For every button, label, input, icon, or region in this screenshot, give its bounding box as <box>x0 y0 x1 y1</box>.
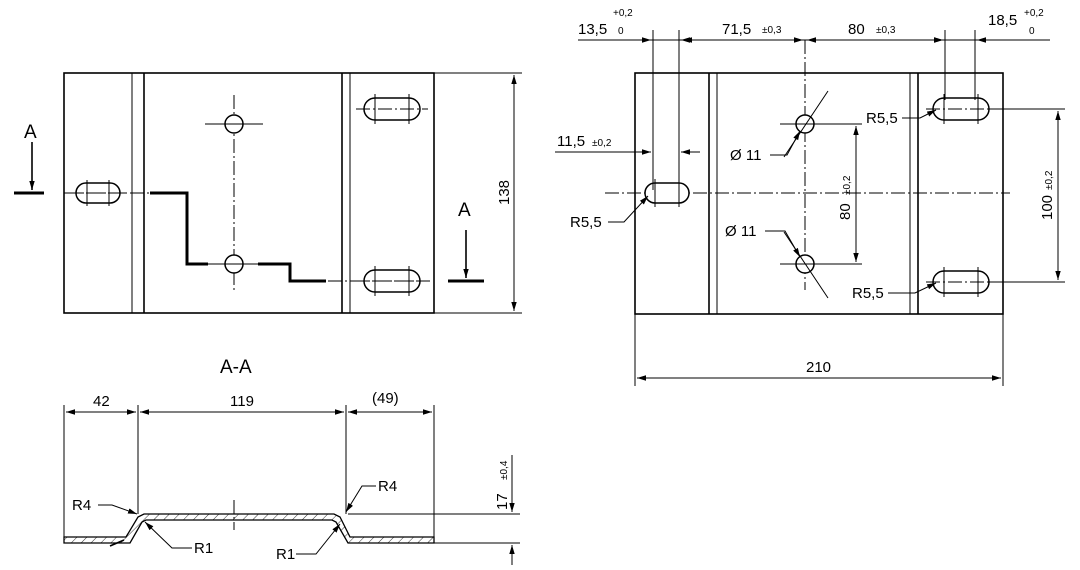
hole-spacing-tol: ±0,2 <box>842 175 853 195</box>
section-dim-middle: 119 <box>230 393 254 410</box>
top-dim-d3: 80 <box>848 21 865 38</box>
right-width-dim: 210 <box>806 359 831 376</box>
radius-left: R5,5 <box>570 214 602 231</box>
section-view: A-A 42 119 (49) 17 ±0,4 R4 R4 R1 R1 <box>63 357 520 565</box>
slot-spacing-dim: 100 <box>1039 195 1056 220</box>
hole-dia-top-leader <box>770 130 801 156</box>
top-dim-d1: 13,5 <box>578 21 607 38</box>
r4-left-leader <box>98 504 138 515</box>
hole-dia-bottom-leader <box>765 230 801 258</box>
top-dim-d1-tol-lower: 0 <box>618 26 624 37</box>
right-hole-top <box>780 90 862 158</box>
slot-offset-dim: 11,5 <box>557 133 585 150</box>
left-hole-top <box>205 114 263 134</box>
right-view: 13,5 +0,2 0 71,5 ±0,3 80 ±0,3 18,5 +0,2 … <box>555 8 1065 386</box>
hole-dia-bottom: Ø 11 <box>725 223 756 240</box>
r1-right-leader <box>296 523 341 555</box>
section-cut-line-thick-3 <box>258 262 326 283</box>
top-dim-d2: 71,5 <box>722 21 751 38</box>
top-dim-d4-tol-upper: +0,2 <box>1024 8 1044 19</box>
r4-left: R4 <box>72 497 91 514</box>
radius-top-right-leader <box>902 109 937 119</box>
radius-top-right: R5,5 <box>866 110 898 127</box>
top-dim-d3-tol: ±0,3 <box>876 25 896 36</box>
hole-spacing-dim: 80 <box>837 203 854 220</box>
section-label-left: A <box>24 122 37 143</box>
left-height-dim: 138 <box>496 180 513 205</box>
section-height-tol: ±0,4 <box>499 460 510 480</box>
right-hole-bottom <box>780 231 862 299</box>
right-slot-bottom <box>926 267 998 297</box>
right-slot-left <box>644 179 690 207</box>
radius-left-leader <box>608 195 649 223</box>
left-slot-top-right <box>356 94 428 124</box>
section-profile-hatched <box>63 513 435 544</box>
section-title: A-A <box>220 357 252 378</box>
radius-bottom-right: R5,5 <box>852 285 884 302</box>
section-label-right: A <box>458 200 471 221</box>
top-dim-d4-tol-lower: 0 <box>1029 26 1035 37</box>
section-dim-left: 42 <box>93 393 110 410</box>
r1-left: R1 <box>194 540 213 557</box>
top-dim-d4: 18,5 <box>988 12 1017 29</box>
top-dim-d1-tol-upper: +0,2 <box>613 8 633 19</box>
left-view: A A 138 <box>14 72 522 314</box>
section-dim-right: (49) <box>372 390 399 407</box>
radius-bottom-right-leader <box>888 282 937 294</box>
section-height-dim: 17 <box>494 493 511 510</box>
top-dim-d2-tol: ±0,3 <box>762 25 782 36</box>
right-slot-top <box>926 94 998 124</box>
section-cut-line-thick-2 <box>150 191 208 266</box>
slot-spacing-tol: ±0,2 <box>1044 170 1055 190</box>
hole-dia-top: Ø 11 <box>730 147 761 164</box>
r1-right: R1 <box>276 546 295 563</box>
r4-right-leader <box>345 485 376 513</box>
r4-right: R4 <box>378 478 397 495</box>
slot-offset-tol: ±0,2 <box>592 138 612 149</box>
r1-left-leader <box>144 521 192 549</box>
